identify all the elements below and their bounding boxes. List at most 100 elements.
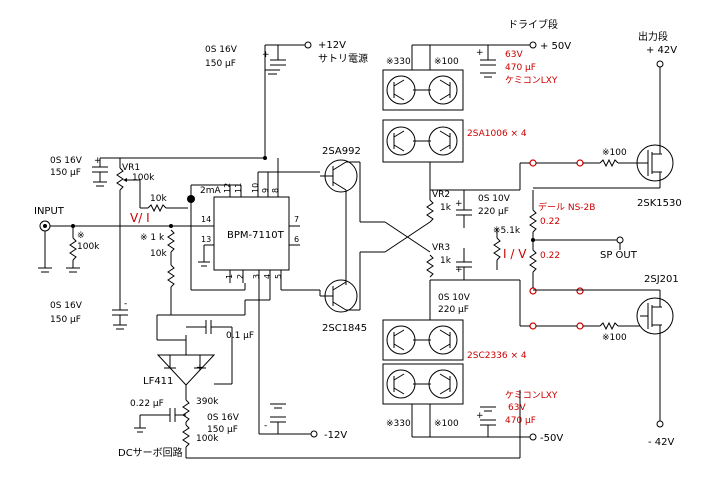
svg-text:3: 3 bbox=[252, 274, 261, 279]
cap-mid2: 0S 10V 220 μF + bbox=[438, 248, 472, 315]
vr3-value: 1k bbox=[440, 256, 452, 266]
q-2sj201: 2SJ201 bbox=[636, 274, 679, 336]
svg-text:14: 14 bbox=[201, 215, 211, 224]
vr1-label: VR1 bbox=[122, 163, 140, 173]
dc-servo-label: DCサーボ回路 bbox=[118, 446, 183, 459]
drive-lower-pair-a: 2SC2336 × 4 bbox=[382, 319, 527, 361]
svg-text:4: 4 bbox=[263, 274, 272, 279]
vr2-value: 1k bbox=[440, 203, 452, 213]
svg-text:8: 8 bbox=[271, 188, 280, 193]
r390k-label: 390k bbox=[196, 397, 219, 407]
c-in-label: 0.22 μF bbox=[130, 399, 164, 409]
svg-text:9: 9 bbox=[261, 188, 270, 193]
svg-text:+: + bbox=[94, 156, 102, 166]
rail-plus12: +12V サトリ電源 bbox=[278, 40, 368, 65]
svg-text:220 μF: 220 μF bbox=[478, 207, 509, 217]
q-2sk1530: 2SK1530 bbox=[636, 144, 682, 209]
q-2sj201-label: 2SJ201 bbox=[644, 274, 679, 285]
q-2sa1006-label: 2SA1006 × 4 bbox=[467, 129, 527, 139]
r100-top: ※100 bbox=[434, 57, 459, 67]
svg-text:0S 16V: 0S 16V bbox=[205, 45, 238, 55]
rail-minus50: -50V bbox=[430, 433, 563, 444]
cap-left-lower: 0S 16V 150 μF - bbox=[50, 299, 128, 330]
drive-upper-pair-a bbox=[382, 69, 464, 111]
r-1k: ※ 1 k bbox=[140, 233, 165, 243]
vr2: VR2 1k bbox=[426, 190, 452, 223]
svg-text:0S 10V: 0S 10V bbox=[478, 194, 511, 204]
cap-input-0-22u: 0.22 μF bbox=[130, 399, 186, 433]
svg-text:※: ※ bbox=[77, 231, 85, 241]
q-2sc1845: 2SC1845 bbox=[320, 279, 367, 334]
q-2sk1530-label: 2SK1530 bbox=[637, 198, 682, 209]
satori-label: サトリ電源 bbox=[318, 52, 368, 65]
cap-minus12: 0S 16V 150 μF - bbox=[207, 403, 286, 435]
cap-servo-0-1u: 0.1 μF bbox=[186, 320, 254, 385]
bpm-current: 2mA bbox=[200, 186, 221, 196]
cap-plus12: 0S 16V 150 μF + bbox=[205, 45, 286, 75]
svg-text:63V: 63V bbox=[508, 403, 526, 413]
vr2-label: VR2 bbox=[432, 190, 450, 200]
r100-gate-top: ※100 bbox=[602, 148, 627, 158]
resistor-100k-servo: 100k bbox=[182, 424, 219, 448]
svg-text:7: 7 bbox=[294, 215, 299, 224]
svg-text:10: 10 bbox=[251, 183, 260, 193]
svg-text:11: 11 bbox=[234, 183, 243, 193]
svg-text:470 μF: 470 μF bbox=[505, 63, 536, 73]
r022-b: 0.22 bbox=[540, 251, 560, 261]
svg-text:150 μF: 150 μF bbox=[50, 315, 81, 325]
output-stage-title: 出力段 bbox=[638, 30, 668, 43]
c-servo-label: 0.1 μF bbox=[226, 331, 254, 341]
svg-text:0S 16V: 0S 16V bbox=[50, 301, 83, 311]
rail-minus50-label: -50V bbox=[540, 433, 563, 444]
ic-bpm7110t: BPM-7110T 14 13 7 6 12 11 10 9 8 1 2 3 4… bbox=[187, 158, 320, 300]
svg-text:63V: 63V bbox=[505, 50, 523, 60]
sp-out: SP OUT bbox=[600, 236, 638, 261]
rail-minus12-label: -12V bbox=[324, 430, 347, 441]
svg-text:12: 12 bbox=[223, 183, 232, 193]
sp-out-label: SP OUT bbox=[600, 250, 638, 261]
rail-plus42: 出力段 + 42V bbox=[638, 30, 677, 150]
cap-left-upper: 0S 16V 150 μF + bbox=[50, 156, 120, 187]
cap-drive-bot: + ケミコンLXY 63V 470 μF bbox=[476, 390, 558, 437]
opamp-lf411: - + LF411 bbox=[143, 335, 216, 387]
iv-label: I / V bbox=[503, 247, 527, 261]
vi-label: V/ I bbox=[130, 211, 150, 225]
drive-upper-pair-b: 2SA1006 × 4 bbox=[382, 119, 527, 163]
drive-stage-title: ドライブ段 bbox=[508, 18, 558, 31]
svg-text:ケミコンLXY: ケミコンLXY bbox=[505, 390, 558, 401]
svg-text:6: 6 bbox=[294, 235, 299, 244]
drive-lower-pair-b bbox=[382, 363, 464, 405]
svg-text:+: + bbox=[476, 411, 484, 421]
r-in-value: 100k bbox=[77, 242, 100, 252]
r100-bot: ※100 bbox=[434, 419, 459, 429]
r-5k1: ※5.1k bbox=[493, 226, 521, 236]
resistor-input-100k: ※ 100k bbox=[66, 224, 100, 273]
bpm-label: BPM-7110T bbox=[227, 230, 285, 241]
r022-a: 0.22 bbox=[540, 217, 560, 227]
vr3: VR3 1k bbox=[426, 243, 452, 278]
rail-minus42-label: - 42V bbox=[648, 437, 675, 448]
q-2sa992-label: 2SA992 bbox=[322, 146, 361, 157]
lf411-label: LF411 bbox=[143, 376, 173, 387]
svg-text:0S 10V: 0S 10V bbox=[438, 293, 471, 303]
svg-text:150 μF: 150 μF bbox=[207, 425, 238, 435]
vr1-value: 100k bbox=[132, 173, 155, 183]
svg-text:+: + bbox=[455, 199, 463, 209]
r100-gate-bot: ※100 bbox=[602, 333, 627, 343]
r100k-label: 100k bbox=[196, 434, 219, 444]
cap-drive-top: + 63V 470 μF ケミコンLXY bbox=[476, 45, 558, 86]
resistor-5k1: ※5.1k I / V bbox=[493, 226, 527, 270]
input-label: INPUT bbox=[34, 206, 65, 217]
rail-plus42-label: + 42V bbox=[646, 45, 677, 56]
svg-text:0S 16V: 0S 16V bbox=[207, 413, 240, 423]
svg-text:220 μF: 220 μF bbox=[438, 305, 469, 315]
vi-network: V/ I 10k ※ 1 k 10k bbox=[130, 180, 188, 315]
svg-text:2: 2 bbox=[236, 274, 245, 279]
q-2sc1845-label: 2SC1845 bbox=[322, 323, 367, 334]
source-resistors: デール NS-2B 0.22 0.22 bbox=[529, 190, 620, 288]
svg-text:5: 5 bbox=[274, 274, 283, 279]
svg-text:150 μF: 150 μF bbox=[205, 59, 236, 69]
r-10k-a: 10k bbox=[150, 194, 167, 204]
